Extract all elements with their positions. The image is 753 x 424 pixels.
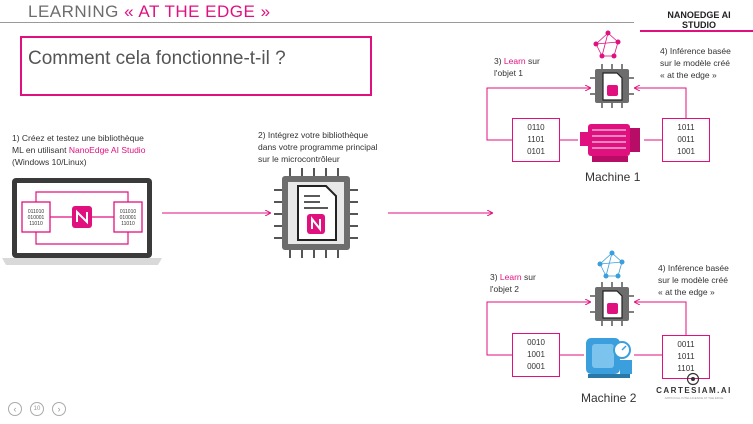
m2-learn-text: 3) Learn sur l'objet 2 <box>490 271 580 295</box>
m1-learn-data-box: 0110 1101 0101 <box>512 118 560 162</box>
m2-learn-suffix: sur <box>521 272 536 282</box>
header-prefix: LEARNING <box>28 2 125 21</box>
m1-learn-prefix: 3) <box>494 56 504 66</box>
laptop-loop-bottom <box>35 232 129 245</box>
cartesiam-tagline: ARTIFICIAL INTELLIGENCE AT THE EDGE <box>664 396 724 400</box>
m2-infer-loop <box>635 302 687 335</box>
bit-row: 11010 <box>29 221 43 227</box>
step1-line2: ML en utilisant NanoEdge AI Studio <box>12 144 187 156</box>
m1-infer-line3: « at the edge » <box>660 70 717 80</box>
bit-row: 1001 <box>527 350 545 359</box>
pump-machine-icon <box>586 338 632 378</box>
microcontroller-icon <box>274 168 358 258</box>
n-logo-icon <box>76 209 88 225</box>
bit-row: 011010 <box>27 209 45 215</box>
header-highlight: « AT THE EDGE » <box>124 2 271 21</box>
machine2-label: Machine 2 <box>581 391 637 405</box>
m2-infer-data-box: 0011 1011 1101 <box>662 335 710 379</box>
m2-infer-text: 4) Inférence basée sur le modèle créé « … <box>658 262 752 298</box>
m2-infer-line3: « at the edge » <box>658 287 715 297</box>
logo-line2: STUDIO <box>681 20 716 30</box>
m1-learn-word: Learn <box>503 56 526 66</box>
cartesiam-brand: CARTESIAM.AI <box>656 386 732 395</box>
bit-row: 11010 <box>121 221 135 227</box>
bit-row: 011010 <box>119 209 137 215</box>
step1-text: ML en utilisant <box>12 145 69 155</box>
bit-row: 1011 <box>677 352 695 361</box>
m1-chip-icon <box>590 64 634 108</box>
bit-row: 1001 <box>677 147 695 156</box>
bit-row: 0110 <box>527 123 545 132</box>
bit-row: 1101 <box>677 364 695 373</box>
next-slide-button[interactable]: › <box>52 402 66 416</box>
bit-row: 0011 <box>677 135 695 144</box>
step2-line1: 2) Intégrez votre bibliothèque <box>258 130 369 140</box>
step2-line2: dans votre programme principal <box>258 142 378 152</box>
m1-learn-line1: 3) Learn sur <box>494 55 584 67</box>
step1-line3: (Windows 10/Linux) <box>12 157 87 167</box>
logo-line1: NANOEDGE AI <box>667 10 731 20</box>
m1-infer-line2: sur le modèle créé <box>660 58 730 68</box>
step2-line3: sur le microcontrôleur <box>258 154 340 164</box>
step1-description: 1) Créez et testez une bibliothèque ML e… <box>12 132 187 168</box>
m2-neural-network-icon <box>597 250 625 279</box>
m1-infer-text: 4) Inférence basée sur le modèle créé « … <box>660 45 752 81</box>
m1-infer-data-box: 1011 0011 1001 <box>662 118 710 162</box>
m1-learn-suffix: sur <box>525 56 540 66</box>
m2-chip-icon <box>590 282 634 326</box>
cartesiam-logo-icon <box>686 372 700 386</box>
title-frame <box>20 36 372 96</box>
m1-infer-loop <box>635 88 687 118</box>
m2-learn-line2: l'objet 2 <box>490 284 520 294</box>
bit-row: 0010 <box>527 338 545 347</box>
bit-row: 1011 <box>677 123 695 132</box>
m2-infer-line1: 4) Inférence basée <box>658 263 729 273</box>
m2-learn-data-box: 0010 1001 0001 <box>512 333 560 377</box>
m2-learn-line1: 3) Learn sur <box>490 271 580 283</box>
m1-infer-line1: 4) Inférence basée <box>660 46 731 56</box>
m2-learn-word: Learn <box>499 272 522 282</box>
bit-row: 1101 <box>527 135 545 144</box>
slide-number-button[interactable]: 10 <box>30 402 44 416</box>
slide-title: Comment cela fonctionne-t-il ? <box>28 48 286 69</box>
m2-learn-prefix: 3) <box>490 272 500 282</box>
m1-neural-network-icon <box>593 30 621 59</box>
bit-row: 0101 <box>527 147 545 156</box>
header-divider <box>0 22 634 23</box>
laptop-illustration <box>2 178 162 265</box>
step1-brand: NanoEdge AI Studio <box>68 145 146 155</box>
m2-learn-loop <box>486 302 590 356</box>
motor-icon <box>580 124 640 162</box>
machine1-label: Machine 1 <box>585 170 641 184</box>
slide-header: LEARNING « AT THE EDGE » <box>28 2 271 22</box>
laptop-left-box <box>21 201 51 233</box>
m1-learn-text: 3) Learn sur l'objet 1 <box>494 55 584 79</box>
m1-learn-line2: l'objet 1 <box>494 68 524 78</box>
logo-underline <box>640 30 753 32</box>
bit-row: 010001 <box>27 215 45 221</box>
prev-slide-button[interactable]: ‹ <box>8 402 22 416</box>
laptop-loop-top <box>35 191 129 202</box>
m1-learn-loop <box>486 88 590 141</box>
laptop-base <box>2 258 162 265</box>
m2-infer-line2: sur le modèle créé <box>658 275 728 285</box>
bit-row: 0001 <box>527 362 545 371</box>
step2-description: 2) Intégrez votre bibliothèque dans votr… <box>258 129 408 165</box>
bit-row: 0011 <box>677 340 695 349</box>
step1-line1: 1) Créez et testez une bibliothèque <box>12 133 144 143</box>
bit-row: 010001 <box>119 215 137 221</box>
